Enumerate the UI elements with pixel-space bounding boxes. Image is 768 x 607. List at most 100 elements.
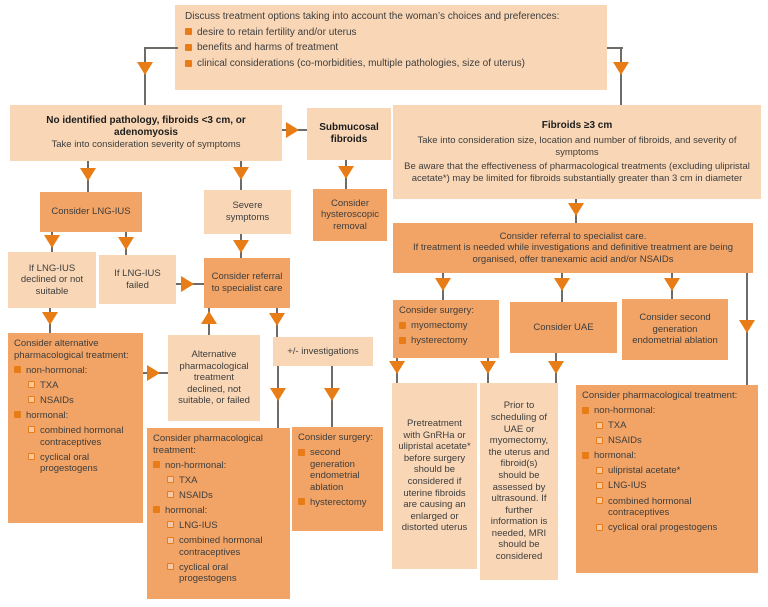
arrow-down-icon [739,320,755,333]
arrow-down-icon [613,62,629,75]
node-discuss-options: Discuss treatment options taking into ac… [175,5,607,90]
arrow-down-icon [233,240,249,253]
node-text: If LNG-IUS failed [114,267,161,291]
connector-line [145,47,178,49]
bullet-text: desire to retain fertility and/or uterus [197,26,357,38]
bullet-text: cyclical oral progestogens [179,561,237,585]
bullet-text: second generation endometrial ablation [310,447,360,493]
node-text: Consider LNG-IUS [51,206,131,218]
bullet-filled-icon [582,451,589,459]
arrow-down-icon [270,388,286,401]
arrow-down-icon [137,62,153,75]
bullet-text: NSAIDs [40,394,74,406]
node-referral-specialist-left: Consider referral to specialist care [204,258,290,308]
arrow-down-icon [338,166,354,179]
node-text: Consider hysteroscopic removal [320,197,380,232]
bullet-text: hysterectomy [310,496,367,508]
arrow-down-icon [568,203,584,216]
bullet-text: hormonal: [26,409,69,421]
node-text: Prior to scheduling of UAE or myomectomy… [488,400,550,562]
bullet-filled-icon [298,448,305,456]
node-prior-imaging: Prior to scheduling of UAE or myomectomy… [480,383,558,580]
bullet-text: NSAIDs [179,489,213,501]
node-body: Take into consideration size, location a… [417,134,737,158]
bullet-text: LNG-IUS [179,519,218,531]
node-surgery-right: Consider surgery: myomectomy hysterectom… [393,300,499,358]
bullet-text: hormonal: [594,450,637,462]
node-intro: Consider surgery: [298,432,373,443]
bullet-text: TXA [608,420,627,432]
node-submucosal-fibroids: Submucosal fibroids [307,108,391,160]
arrow-down-icon [44,235,60,248]
node-no-pathology: No identified pathology, fibroids <3 cm,… [10,105,282,161]
arrow-down-icon [42,312,58,325]
bullet-text: benefits and harms of treatment [197,42,339,54]
arrow-down-icon [233,167,249,180]
node-body: Take into consideration severity of symp… [51,139,241,151]
connector-line [607,47,623,49]
node-second-gen-ablation: Consider second generation endometrial a… [622,299,728,360]
node-referral-specialist-right: Consider referral to specialist care. If… [393,223,753,273]
bullet-filled-icon [14,366,21,374]
bullet-open-icon [596,481,603,489]
node-pharmacological-right: Consider pharmacological treatment: non-… [576,385,758,573]
bullet-text: TXA [179,474,198,486]
bullet-open-icon [28,453,35,461]
bullet-open-icon [596,421,603,429]
node-severe-symptoms: Severe symptoms [204,190,291,234]
node-text: Consider referral to specialist care. [499,230,647,242]
bullet-open-icon [596,523,603,531]
node-text: Alternative pharmacological treatment de… [178,349,250,407]
bullet-open-icon [167,563,174,571]
bullet-filled-icon [298,498,305,506]
node-alt-pharmacological: Consider alternative pharmacological tre… [8,333,143,523]
node-alt-pharm-declined: Alternative pharmacological treatment de… [168,335,260,421]
bullet-text: combined hormonal contraceptives [40,424,124,448]
node-consider-uae: Consider UAE [510,302,617,353]
node-title: Submucosal fibroids [319,121,379,145]
arrow-down-icon [80,168,96,181]
bullet-filled-icon [582,406,589,414]
bullet-open-icon [596,497,603,505]
arrow-right-icon [286,122,299,138]
node-text: If treatment is needed while investigati… [412,242,734,265]
connector-line [144,47,146,105]
arrow-right-icon [181,276,194,292]
node-text: Pretreatment with GnRHa or ulipristal ac… [398,418,471,534]
node-intro: Consider pharmacological treatment: [582,390,738,401]
node-text: Severe symptoms [225,200,270,223]
bullet-open-icon [167,521,174,529]
node-surgery-mid: Consider surgery: second generation endo… [292,427,383,531]
arrow-down-icon [324,388,340,401]
node-text: Consider UAE [533,321,594,333]
bullet-filled-icon [153,461,160,469]
arrow-up-icon [201,311,217,324]
arrow-down-icon [554,278,570,291]
node-intro: Consider pharmacological treatment: [153,433,263,456]
bullet-open-icon [596,436,603,444]
node-text: Consider second generation endometrial a… [632,312,718,347]
bullet-text: NSAIDs [608,435,642,447]
arrow-down-icon [435,278,451,291]
bullet-open-icon [28,426,35,434]
bullet-text: non-hormonal: [165,459,227,471]
node-intro: Consider alternative pharmacological tre… [14,338,129,361]
bullet-text: non-hormonal: [594,405,656,417]
bullet-text: combined hormonal contraceptives [179,535,263,558]
node-lng-ius-declined: If LNG-IUS declined or not suitable [8,252,96,308]
node-pharmacological-mid: Consider pharmacological treatment: non-… [147,428,290,599]
bullet-open-icon [167,476,174,484]
bullet-text: myomectomy [411,320,468,332]
bullet-text: combined hormonal contraceptives [608,495,692,519]
bullet-open-icon [167,536,174,544]
bullet-text: non-hormonal: [26,364,88,376]
node-intro: Discuss treatment options taking into ac… [185,11,560,22]
node-lng-ius-failed: If LNG-IUS failed [99,255,176,304]
arrow-right-icon [147,365,160,381]
bullet-text: TXA [40,379,59,391]
node-text: +/- investigations [287,345,359,357]
node-pretreatment-gnrha: Pretreatment with GnRHa or ulipristal ac… [392,383,477,569]
bullet-filled-icon [185,59,192,67]
node-text: Consider referral to specialist care [211,271,283,294]
